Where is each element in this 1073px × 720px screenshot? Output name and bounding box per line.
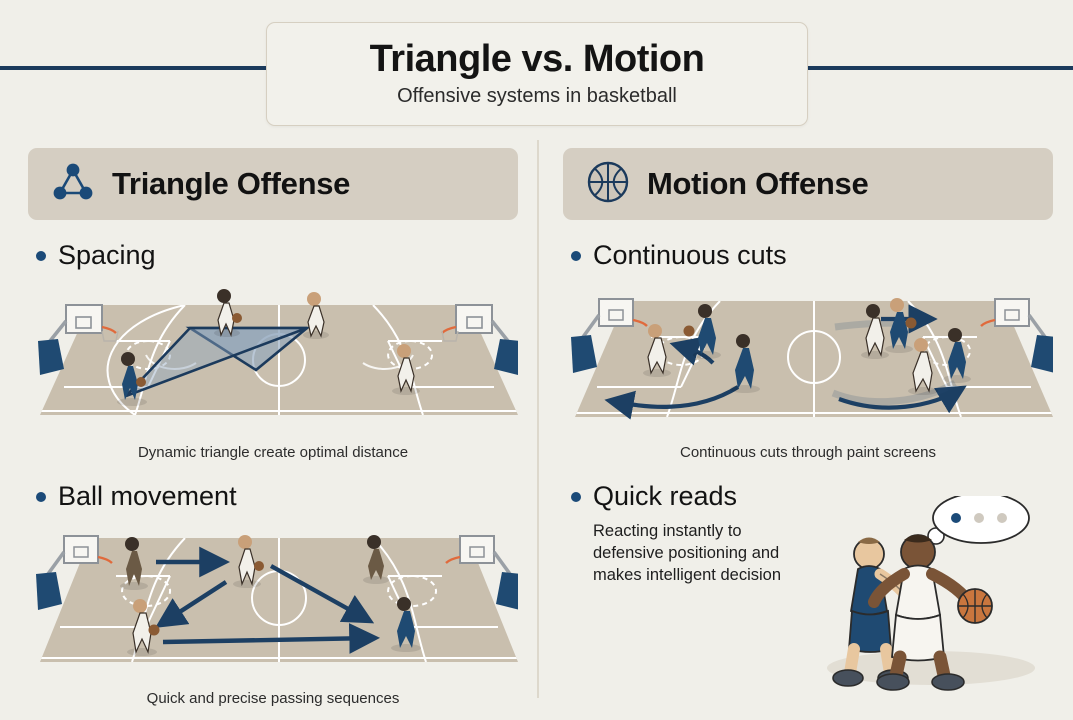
hoop-left	[36, 535, 113, 610]
column-motion-offense: Motion Offense Continuous cuts	[563, 148, 1057, 701]
hoop-right	[980, 298, 1057, 373]
pass-arrows	[155, 546, 381, 654]
cut-arrows	[604, 304, 967, 420]
quick-reads-block: Reacting instantly to defensive position…	[563, 492, 1053, 701]
bullet-label-quick-reads: Quick reads	[593, 481, 738, 511]
section-title-motion: Motion Offense	[647, 166, 869, 201]
thought-bubble-icon	[918, 492, 1030, 553]
bullet-ball-movement: Ball movement	[28, 481, 518, 512]
page-subtitle: Offensive systems in basketball	[397, 85, 677, 108]
hoop-left	[571, 298, 648, 373]
player-figure	[392, 344, 420, 395]
player-ball-handler	[868, 534, 993, 691]
bullet-dot-icon	[571, 250, 581, 261]
player-figure	[303, 292, 329, 339]
caption-ball-movement: Quick and precise passing sequences	[146, 690, 400, 707]
player-figure	[120, 537, 148, 590]
court-passing-arrows	[28, 524, 522, 679]
player-figure	[643, 324, 671, 377]
bullet-dot-icon	[571, 491, 581, 502]
caption-continuous-cuts: Continuous cuts through paint screens	[680, 444, 936, 461]
player-figure	[117, 352, 147, 406]
player-figure	[683, 304, 721, 359]
player-figure	[127, 599, 160, 656]
section-header-motion: Motion Offense	[563, 148, 1053, 220]
player-figure	[363, 535, 389, 584]
player-figure	[943, 328, 971, 383]
player-figure	[908, 338, 938, 395]
column-divider	[537, 140, 539, 698]
bullet-label-ball-movement: Ball movement	[58, 481, 237, 511]
player-figure	[391, 597, 421, 652]
court-cutting-arrows	[563, 283, 1057, 433]
quick-reads-paragraph: Reacting instantly to defensive position…	[593, 522, 782, 584]
bullet-quick-reads: Quick reads	[563, 481, 1053, 512]
player-figure	[233, 535, 264, 588]
bullet-spacing: Spacing	[28, 240, 518, 271]
hoop-left	[38, 304, 119, 375]
bullet-continuous-cuts: Continuous cuts	[563, 240, 1053, 271]
title-card: Triangle vs. Motion Offensive systems in…	[266, 22, 808, 126]
section-header-triangle: Triangle Offense	[28, 148, 518, 220]
hoop-right	[445, 535, 522, 610]
player-figure	[730, 334, 760, 393]
bullet-label-continuous-cuts: Continuous cuts	[593, 240, 787, 270]
page-title: Triangle vs. Motion	[369, 37, 705, 80]
bullet-dot-icon	[36, 250, 46, 261]
player-figure	[214, 289, 242, 337]
triangle-nodes-icon	[50, 160, 96, 209]
basketball-icon	[585, 159, 631, 210]
column-triangle-offense: Triangle Offense Spacing	[28, 148, 522, 707]
bullet-dot-icon	[36, 491, 46, 502]
court-triangle-spacing	[28, 283, 520, 433]
player-figure	[885, 298, 917, 353]
players-thought-bubble	[803, 492, 1053, 701]
hoop-right	[441, 304, 520, 375]
section-title-triangle: Triangle Offense	[112, 166, 351, 201]
player-figure	[861, 304, 889, 359]
bullet-label-spacing: Spacing	[58, 240, 156, 270]
caption-spacing: Dynamic triangle create optimal distance	[137, 444, 409, 461]
